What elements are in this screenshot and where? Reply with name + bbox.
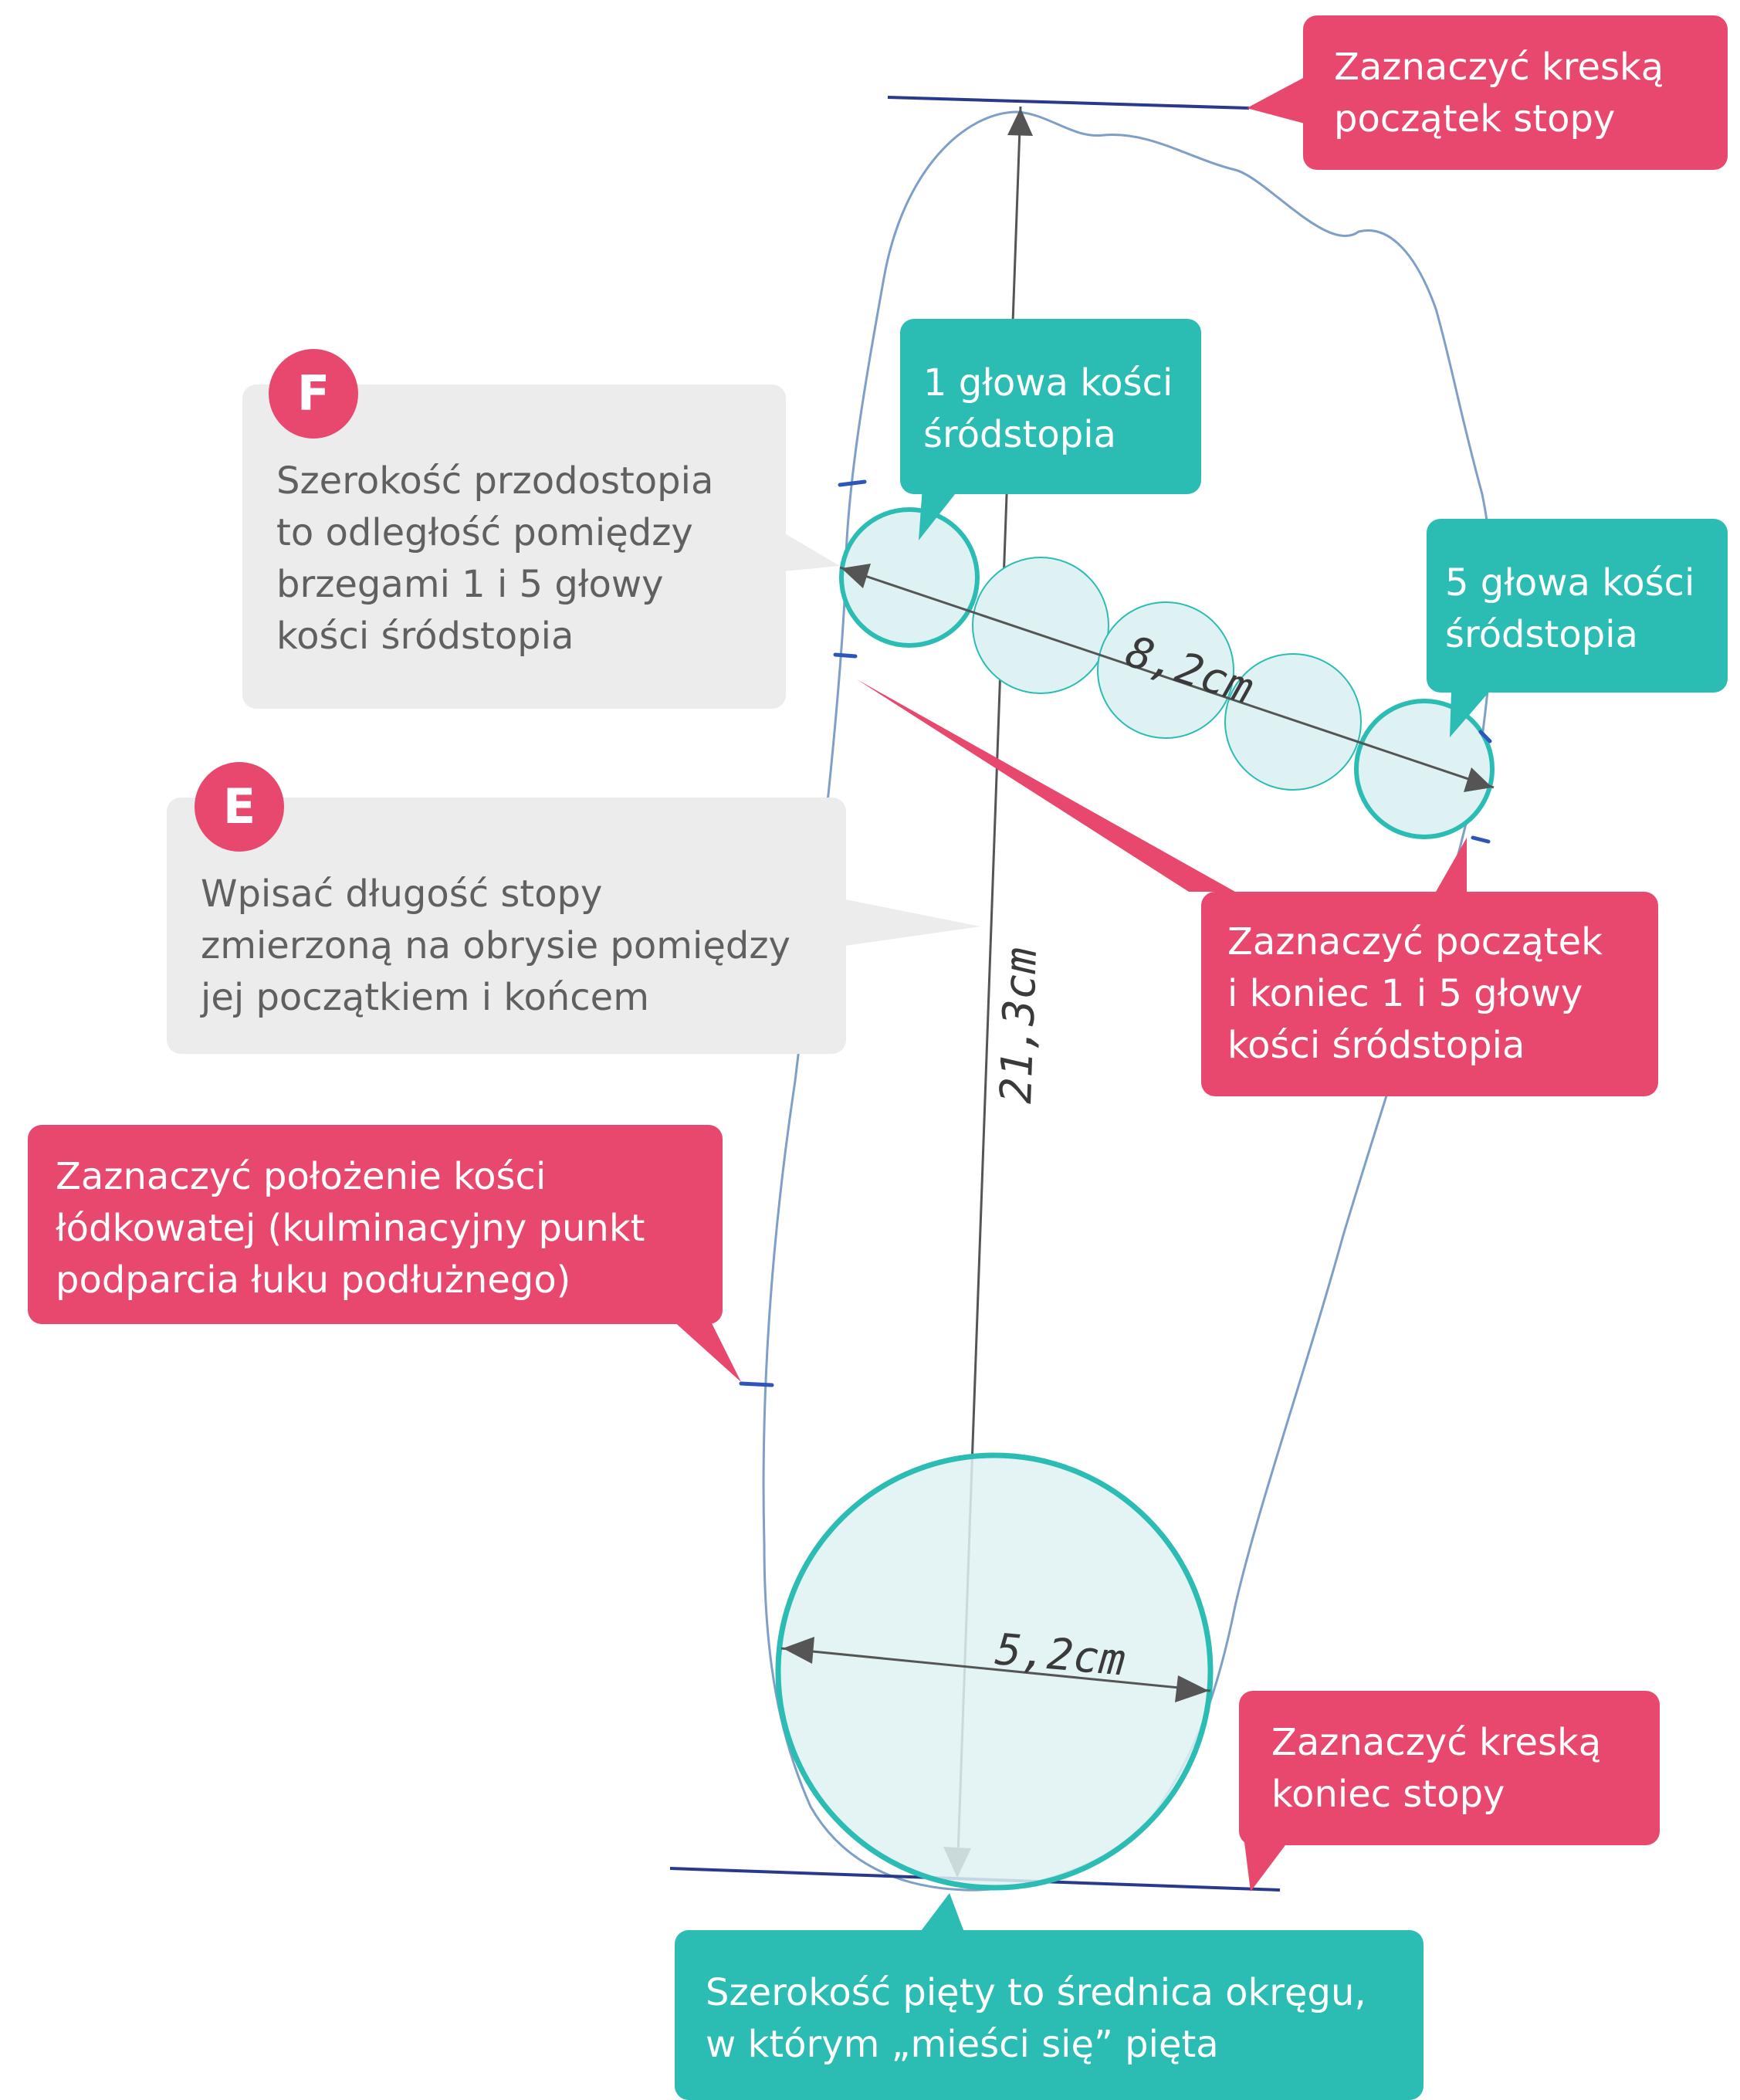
pointer-metatarsal-marks-2	[1436, 838, 1467, 892]
forefoot-arrow-left	[841, 564, 871, 588]
metatarsal-circle-1	[839, 507, 980, 648]
length-measure-text: 21,3cm	[991, 947, 1047, 1104]
callout-foot-end: Zaznaczyć kreską koniec stopy	[1239, 1691, 1660, 1845]
callout-line: Zaznaczyć kreską	[1271, 1721, 1602, 1764]
panel-line: brzegami 1 i 5 głowy	[276, 563, 664, 606]
callout-line: i koniec 1 i 5 głowy	[1227, 972, 1583, 1015]
pointer-foot-start	[1247, 77, 1305, 124]
panel-line: kości śródstopia	[276, 615, 574, 658]
panel-line: jej początkiem i końcem	[201, 976, 649, 1019]
metatarsal-circle-4	[1224, 653, 1362, 791]
pen-ticks	[739, 479, 1492, 1387]
pointer-foot-length	[845, 899, 980, 946]
callout-metatarsal-5: 5 głowa kości śródstopia	[1427, 519, 1728, 693]
panel-forefoot-width: Szerokość przodostopia to odległość pomi…	[242, 384, 786, 709]
callout-line: Zaznaczyć kreską	[1334, 46, 1664, 89]
heel-width-line	[780, 1647, 1211, 1692]
callout-foot-start: Zaznaczyć kreską początek stopy	[1303, 15, 1728, 170]
badge-e: E	[195, 762, 284, 852]
metatarsal-circle-5	[1354, 699, 1495, 839]
heel-circle	[775, 1452, 1214, 1891]
forefoot-arrow-right	[1464, 767, 1492, 792]
callout-line: koniec stopy	[1271, 1773, 1505, 1816]
callout-line: kości śródstopia	[1227, 1024, 1525, 1067]
callout-metatarsal-1: 1 głowa kości śródstopia	[900, 319, 1201, 494]
metatarsal-circles	[839, 507, 1495, 839]
callout-line: 5 głowa kości	[1445, 561, 1695, 605]
callout-line: łódkowatej (kulminacyjny punkt	[56, 1207, 645, 1250]
callout-navicular: Zaznaczyć położenie kości łódkowatej (ku…	[28, 1125, 723, 1324]
callout-line: podparcia łuku podłużnego)	[56, 1258, 571, 1302]
callout-line: Zaznaczyć początek	[1227, 920, 1603, 964]
panel-line: Wpisać długość stopy	[201, 872, 603, 916]
heel-arrow-right	[1175, 1675, 1209, 1702]
callout-line: 1 głowa kości	[923, 361, 1173, 405]
forefoot-width-line	[839, 566, 1495, 789]
metatarsal-circle-2	[972, 557, 1109, 694]
callout-line: śródstopia	[923, 413, 1116, 456]
pointer-metatarsal-1	[919, 486, 961, 540]
badge-f: F	[269, 349, 358, 439]
callout-metatarsal-marks: Zaznaczyć początek i koniec 1 i 5 głowy …	[1201, 892, 1658, 1096]
panel-foot-length: Wpisać długość stopy zmierzoną na obrysi…	[167, 798, 846, 1054]
foot-start-line	[887, 96, 1250, 110]
callout-pointers	[664, 77, 1490, 1934]
callout-line: śródstopia	[1445, 613, 1638, 656]
length-arrow-top	[1007, 108, 1033, 136]
panel-line: Szerokość przodostopia	[276, 459, 714, 503]
callout-line: w którym „mieści się” pięta	[706, 2023, 1219, 2066]
pointer-foot-end	[1243, 1830, 1297, 1892]
pointer-metatarsal-marks	[857, 679, 1235, 892]
heel-arrow-left	[783, 1637, 814, 1664]
panel-line: to odległość pomiędzy	[276, 511, 693, 554]
callout-line: Szerokość pięty to średnica okręgu,	[706, 1971, 1366, 2014]
callout-line: Zaznaczyć położenie kości	[56, 1155, 547, 1198]
callout-line: początek stopy	[1334, 97, 1616, 141]
pointer-forefoot-width	[784, 533, 840, 571]
callout-heel-width: Szerokość pięty to średnica okręgu, w kt…	[675, 1930, 1423, 2100]
pointer-navicular	[664, 1312, 741, 1382]
pointer-heel	[919, 1893, 965, 1934]
metatarsal-circle-3	[1097, 601, 1234, 739]
heel-measure-text: 5,2cm	[994, 1624, 1128, 1685]
panel-line: zmierzoną na obrysie pomiędzy	[201, 924, 790, 967]
pointer-metatarsal-5	[1450, 691, 1490, 737]
